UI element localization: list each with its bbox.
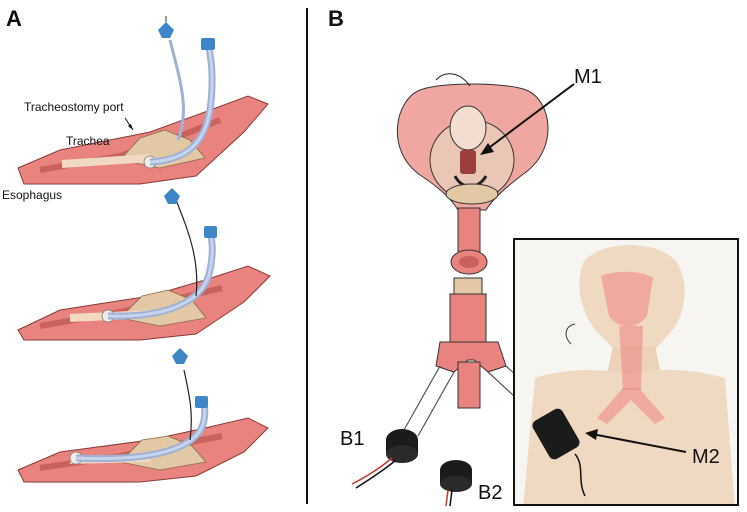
airway-section-3 (17, 348, 269, 483)
manikin-torso-icon (515, 240, 737, 504)
microphone-sensor-icon (351, 429, 418, 489)
label-trachea: Trachea (66, 134, 110, 148)
tube-connector-icon (201, 38, 215, 50)
label-esophagus: Esophagus (2, 188, 63, 202)
panel-letter-a: A (6, 6, 22, 31)
pilot-balloon-icon (164, 188, 180, 204)
label-m1: M1 (574, 66, 602, 88)
pilot-balloon-icon (158, 22, 174, 38)
microphone-sensor-icon (532, 408, 586, 497)
manikin-photo-inset (513, 238, 739, 506)
label-m2: M2 (692, 446, 720, 468)
tube-connector-icon (195, 396, 208, 408)
panel-a-illustration (17, 16, 271, 483)
airway-section-2 (17, 188, 271, 341)
microphone-sensor-icon (440, 460, 472, 507)
panel-letter-b: B (328, 6, 344, 31)
label-b1: B1 (340, 428, 365, 450)
label-b2: B2 (478, 482, 503, 504)
pilot-balloon-icon (172, 348, 188, 364)
panel-divider (306, 8, 308, 504)
tube-connector-icon (204, 226, 217, 238)
label-tracheostomy-port: Tracheostomy port (24, 100, 124, 114)
airway-section-1 (17, 16, 269, 185)
